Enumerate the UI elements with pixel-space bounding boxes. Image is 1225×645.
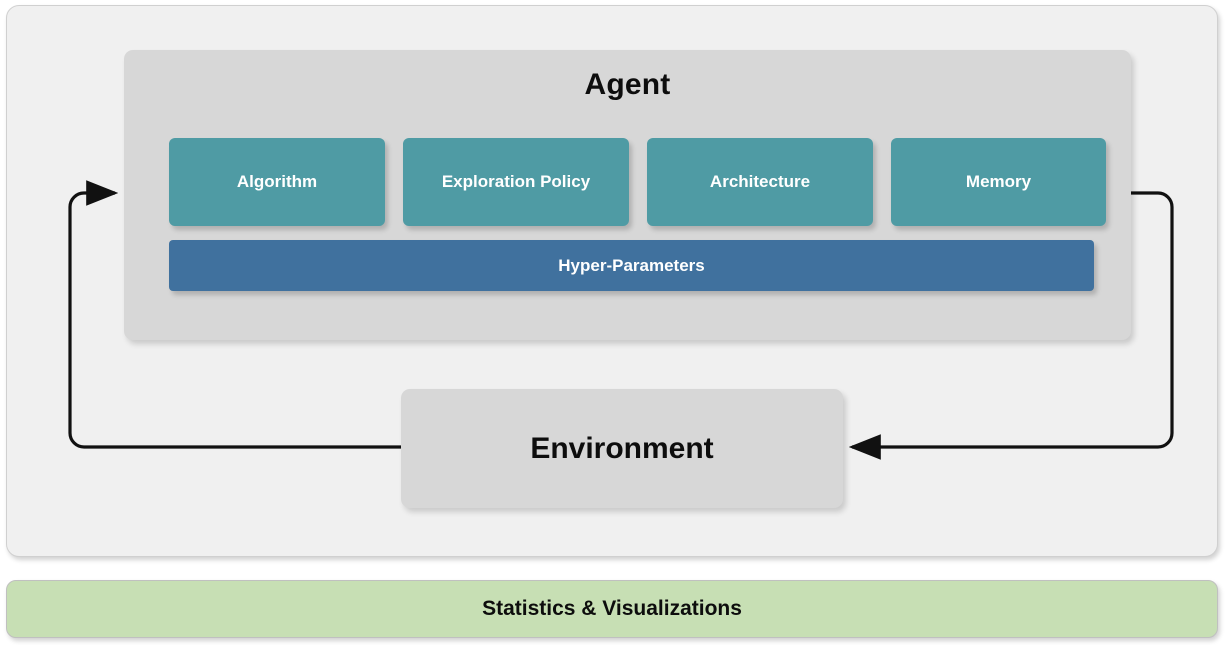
agent-component-algorithm-label: Algorithm [236, 172, 318, 191]
agent-component-row: Algorithm Exploration Policy Architectur… [169, 138, 1106, 226]
hyper-parameters-label: Hyper-Parameters [558, 255, 705, 275]
agent-component-memory-label: Memory [965, 172, 1032, 191]
agent-component-architecture[interactable]: Architecture [647, 138, 873, 226]
agent-component-architecture-label: Architecture [709, 172, 811, 191]
agent-component-algorithm[interactable]: Algorithm [169, 138, 385, 226]
hyper-parameters-bar[interactable]: Hyper-Parameters [169, 240, 1094, 291]
statistics-visualizations-bar[interactable]: Statistics & Visualizations [6, 580, 1218, 638]
agent-block[interactable]: Agent Algorithm Exploration Policy Archi… [124, 50, 1131, 340]
statistics-visualizations-label: Statistics & Visualizations [482, 597, 742, 620]
agent-component-exploration-policy[interactable]: Exploration Policy [403, 138, 629, 226]
agent-component-memory[interactable]: Memory [891, 138, 1106, 226]
environment-block[interactable]: Environment [401, 389, 843, 508]
agent-component-exploration-policy-label: Exploration Policy [441, 172, 591, 191]
agent-title: Agent [584, 68, 671, 101]
environment-label: Environment [530, 431, 714, 465]
